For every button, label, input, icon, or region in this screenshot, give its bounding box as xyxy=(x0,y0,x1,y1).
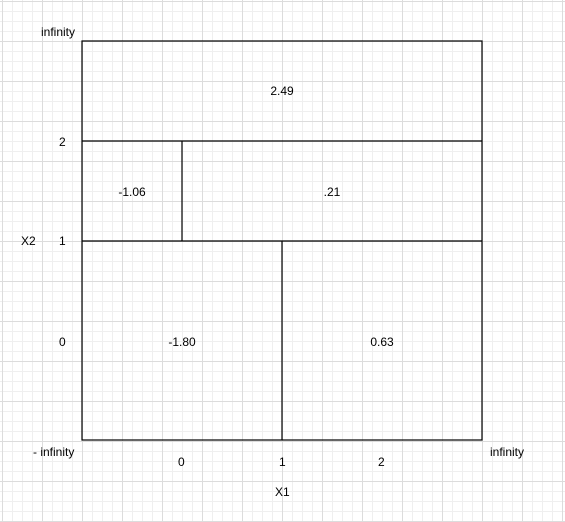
y-tick-0: 0 xyxy=(59,335,66,349)
region-value-middle-right: .21 xyxy=(323,185,341,199)
y-tick-infinity: infinity xyxy=(41,25,76,39)
x-axis-title: X1 xyxy=(275,485,290,499)
y-axis-title: X2 xyxy=(21,234,36,248)
y-tick-minus-infinity: - infinity xyxy=(33,445,75,459)
y-tick-1: 1 xyxy=(59,234,66,248)
x-tick-1: 1 xyxy=(279,455,286,469)
x-tick-infinity: infinity xyxy=(490,445,525,459)
region-value-bottom-left: -1.80 xyxy=(168,335,196,349)
region-value-top: 2.49 xyxy=(270,84,294,98)
x-tick-2: 2 xyxy=(378,455,385,469)
y-tick-2: 2 xyxy=(59,135,66,149)
region-value-middle-left: -1.06 xyxy=(118,185,146,199)
x-tick-0: 0 xyxy=(178,455,185,469)
region-value-bottom-right: 0.63 xyxy=(370,335,394,349)
